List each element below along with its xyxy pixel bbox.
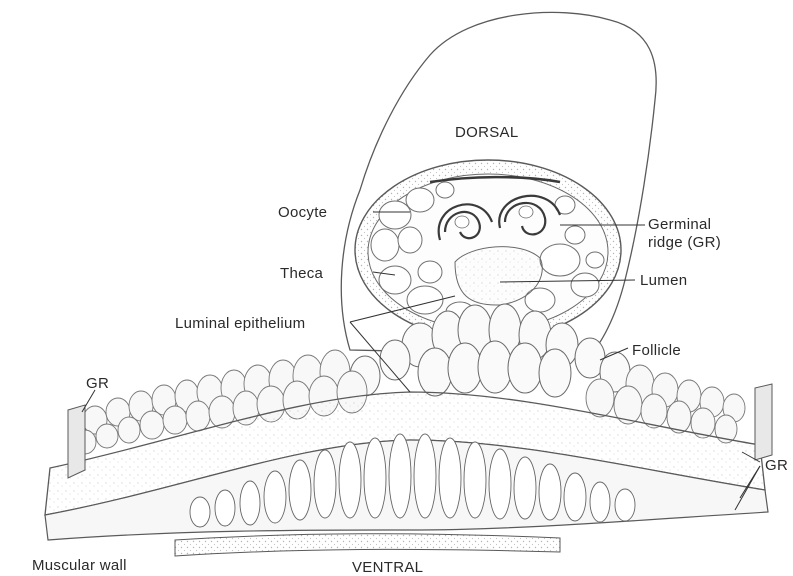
gr-right-edge	[755, 384, 772, 460]
label-gr-left: GR	[86, 375, 109, 392]
label-theca: Theca	[280, 265, 324, 282]
label-muscular-wall: Muscular wall	[32, 557, 127, 574]
label-oocyte: Oocyte	[278, 204, 327, 221]
label-germinal-ridge-2: ridge (GR)	[648, 234, 721, 251]
label-dorsal: DORSAL	[455, 124, 519, 141]
follicle-bulge	[350, 304, 630, 397]
label-lumen: Lumen	[640, 272, 687, 289]
label-follicle: Follicle	[632, 342, 681, 359]
label-ventral: VENTRAL	[352, 559, 423, 576]
gr-left-edge	[68, 405, 85, 478]
label-gr-right: GR	[765, 457, 788, 474]
label-luminal-epithelium: Luminal epithelium	[175, 315, 305, 332]
label-germinal-ridge-1: Germinal	[648, 216, 711, 233]
muscular-wall-strip	[175, 534, 560, 556]
